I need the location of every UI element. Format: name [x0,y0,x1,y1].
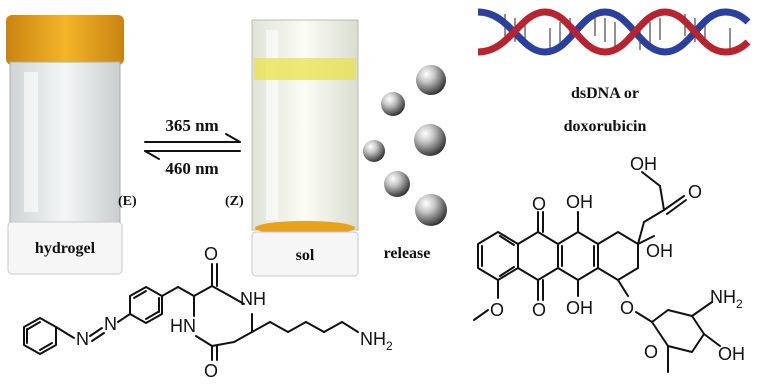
red-strand [477,8,751,56]
glass-highlight [24,72,38,212]
ring-a [477,231,519,281]
phenol-oh-top: OH [566,192,593,212]
dna-helix [477,8,751,56]
hydrogel-vial: hydrogel [6,15,124,275]
release-spheres [363,65,447,226]
state-z-label: (Z) [225,194,244,209]
sugar-amine: NH2 [710,287,743,311]
phenyl-ring [23,317,57,355]
forward-wavelength: 365 nm [165,116,218,135]
amide-hn: HN [170,316,196,336]
azo-n2: N [104,314,117,334]
release-label: release [384,245,431,262]
primary-oh: OH [630,154,657,174]
cargo-line-1: dsDNA or [571,85,639,102]
blue-strand [477,8,751,56]
lysine-amine: NH2 [360,329,393,353]
carbonyl-o-bottom: O [204,361,218,379]
sol-vial: sol [251,19,359,277]
ring-c [557,231,599,281]
phenol-oh-bottom: OH [566,298,593,318]
sphere-3 [414,124,446,156]
sugar-ring [651,309,705,353]
benzyl-ring [129,286,163,324]
sol-label: sol [296,247,315,264]
ring-d [597,231,639,281]
hydrogel-label: hydrogel [35,240,96,257]
vial-cap [6,15,124,65]
cargo-line-2: doxorubicin [564,118,647,135]
switch-arrows [144,133,241,160]
sphere-6 [415,194,447,226]
quinone-o-bottom: O [532,300,546,320]
sphere-1 [416,65,446,95]
reverse-arrow-head [144,150,160,160]
tertiary-oh: OH [646,241,673,261]
vial-label [7,221,123,275]
doxorubicin-structure: O O OH OH OH O OH O O NH2 [473,154,745,373]
forward-arrow-head [225,133,241,143]
quinone-o-top: O [532,194,546,214]
sugar-oh: OH [718,344,745,364]
yellow-band [254,58,356,80]
sphere-5 [384,171,410,197]
glycosidic-o: O [620,298,634,318]
ring-b [517,231,559,281]
carbonyl-o-top: O [204,244,218,264]
vial-label [251,231,359,277]
azo-n1: N [76,329,89,349]
reverse-wavelength: 460 nm [165,159,218,178]
sphere-2 [381,92,405,116]
sphere-4 [363,140,385,162]
methoxy-o: O [490,300,504,320]
state-e-label: (E) [118,194,137,209]
ketone-o: O [688,182,702,202]
gelator-structure: N N O NH HN O NH2 [23,244,393,381]
amide-nh: NH [240,289,266,309]
sugar-ring-o: O [644,342,658,362]
